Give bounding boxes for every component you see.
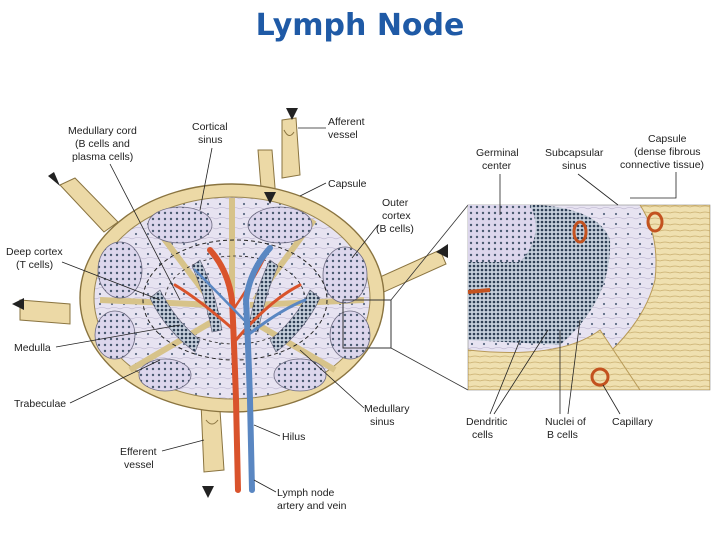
svg-text:(B cells): (B cells) xyxy=(376,223,414,235)
svg-text:(T cells): (T cells) xyxy=(16,259,53,271)
magnified-region-box xyxy=(342,299,392,349)
label-capillary: Capillary xyxy=(602,384,654,428)
svg-text:Deep cortex: Deep cortex xyxy=(6,246,63,258)
svg-text:B cells: B cells xyxy=(547,429,578,441)
svg-text:vessel: vessel xyxy=(328,129,358,141)
svg-text:(B cells and: (B cells and xyxy=(75,138,130,150)
svg-text:Medulla: Medulla xyxy=(14,342,51,354)
svg-text:Outer: Outer xyxy=(382,197,409,209)
svg-text:Cortical: Cortical xyxy=(192,121,228,133)
svg-text:sinus: sinus xyxy=(370,416,395,428)
svg-text:Medullary: Medullary xyxy=(364,403,410,415)
svg-text:center: center xyxy=(482,160,512,172)
label-capsule-detail: Capsule (dense fibrous connective tissue… xyxy=(620,133,704,199)
label-nuclei-b-cells: Nuclei of B cells xyxy=(545,319,586,441)
svg-text:connective tissue): connective tissue) xyxy=(620,159,704,171)
label-germinal-center: Germinal center xyxy=(476,147,519,215)
label-hilus: Hilus xyxy=(253,424,305,443)
svg-text:plasma cells): plasma cells) xyxy=(72,151,133,163)
svg-text:cells: cells xyxy=(472,429,493,441)
svg-text:(dense fibrous: (dense fibrous xyxy=(634,146,701,158)
svg-text:Lymph node: Lymph node xyxy=(277,487,335,499)
svg-text:Capsule: Capsule xyxy=(648,133,687,145)
svg-text:Dendritic: Dendritic xyxy=(466,416,507,428)
detail-section xyxy=(467,204,711,391)
svg-text:sinus: sinus xyxy=(562,160,587,172)
svg-text:Capillary: Capillary xyxy=(612,416,654,428)
label-outer-cortex: Outer cortex (B cells) xyxy=(351,197,414,259)
label-efferent-vessel: Efferent vessel xyxy=(120,439,205,471)
label-dendritic-cells: Dendritic cells xyxy=(466,329,549,441)
cortex-follicles xyxy=(94,206,371,392)
label-artery-vein: Lymph node artery and vein xyxy=(253,479,347,512)
svg-text:Efferent: Efferent xyxy=(120,446,157,458)
label-capsule: Capsule xyxy=(299,178,367,197)
label-afferent-vessel: Afferent vessel xyxy=(298,116,365,141)
svg-text:Medullary cord: Medullary cord xyxy=(68,125,137,137)
label-medulla: Medulla xyxy=(14,324,181,354)
page-title: Lymph Node xyxy=(255,8,465,43)
svg-text:Subcapsular: Subcapsular xyxy=(545,147,604,159)
label-subcapsular-sinus: Subcapsular sinus xyxy=(545,147,619,206)
svg-text:artery and vein: artery and vein xyxy=(277,500,347,512)
svg-text:Capsule: Capsule xyxy=(328,178,367,190)
svg-text:vessel: vessel xyxy=(124,459,154,471)
svg-text:sinus: sinus xyxy=(198,134,223,146)
label-deep-cortex: Deep cortex (T cells) xyxy=(6,246,161,301)
svg-text:Nuclei of: Nuclei of xyxy=(545,416,586,428)
lymph-node-section xyxy=(12,108,469,498)
svg-text:Afferent: Afferent xyxy=(328,116,365,128)
svg-text:Germinal: Germinal xyxy=(476,147,519,159)
svg-text:Hilus: Hilus xyxy=(282,431,305,443)
flow-arrows xyxy=(12,108,448,498)
svg-text:Trabeculae: Trabeculae xyxy=(14,398,66,410)
label-trabeculae: Trabeculae xyxy=(14,359,161,410)
svg-text:cortex: cortex xyxy=(382,210,411,222)
blood-vessels xyxy=(173,245,307,493)
label-cortical-sinus: Cortical sinus xyxy=(192,121,228,211)
label-medullary-cord: Medullary cord (B cells and plasma cells… xyxy=(68,125,181,301)
label-medullary-sinus: Medullary sinus xyxy=(299,349,410,428)
